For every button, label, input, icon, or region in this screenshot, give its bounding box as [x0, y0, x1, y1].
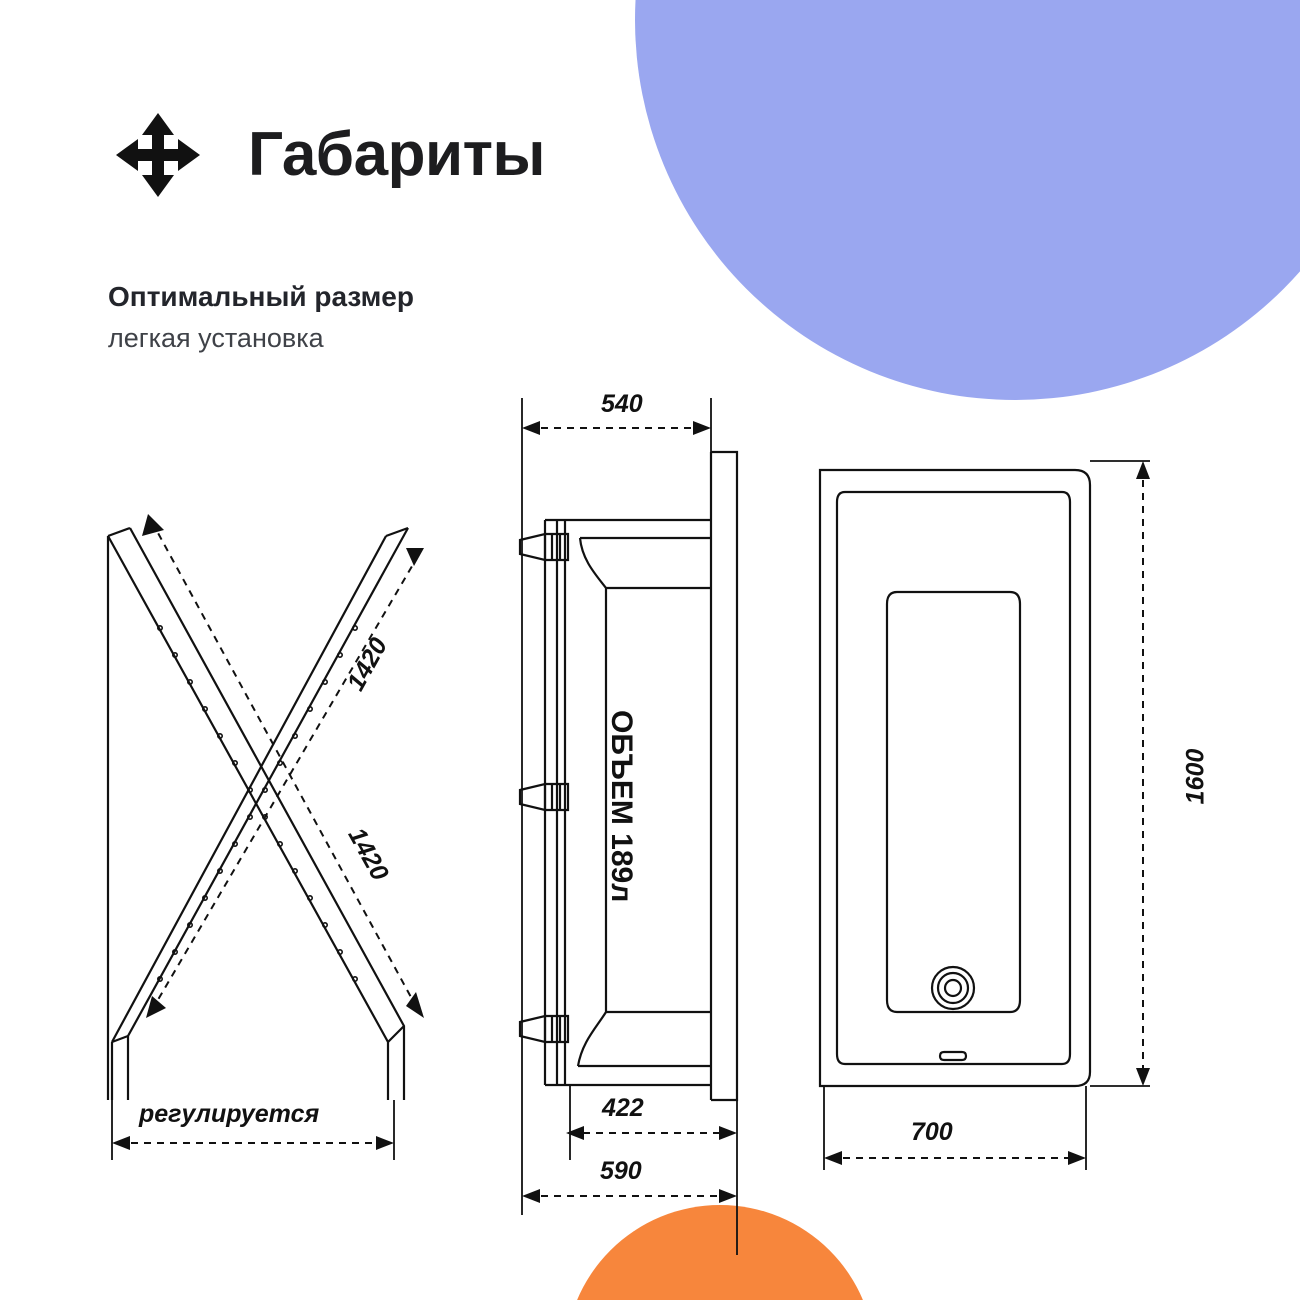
side-inner-width-label: 422 [602, 1094, 644, 1122]
header: Габариты [108, 105, 545, 205]
page-title: Габариты [248, 120, 545, 189]
subtitle-main: Оптимальный размер [108, 281, 414, 312]
side-bottom-width-label: 590 [600, 1157, 642, 1185]
volume-label: ОБЪЕМ 189л [605, 710, 638, 903]
top-view [818, 460, 1150, 1170]
subtitle-block: Оптимальный размер легкая установка [108, 278, 414, 356]
subtitle-sub: легкая установка [108, 322, 324, 353]
legs-assembly [106, 514, 424, 1160]
adjustable-label: регулируется [139, 1100, 320, 1128]
side-top-width-label: 540 [601, 390, 643, 418]
top-view-width-label: 700 [911, 1118, 953, 1146]
move-arrows-icon [116, 113, 200, 197]
top-view-height-label: 1600 [1181, 748, 1210, 805]
side-section-view [518, 398, 739, 1255]
